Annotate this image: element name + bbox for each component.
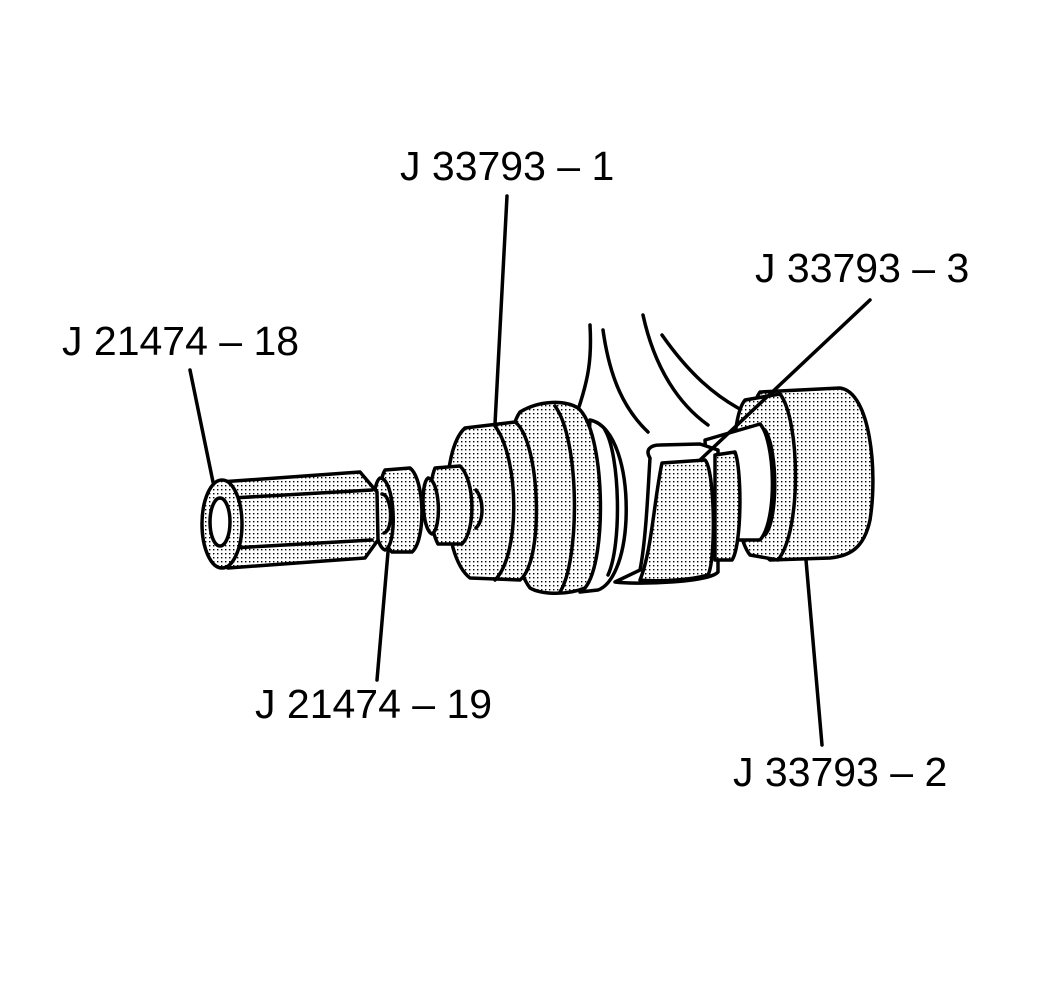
label-j21474-18: J 21474 – 18 — [62, 318, 299, 364]
leader-lines — [188, 194, 872, 747]
label-j33793-2: J 33793 – 2 — [733, 749, 947, 795]
connecting-rod-outline — [576, 313, 740, 434]
leader-j33793-1 — [493, 194, 509, 426]
label-j33793-3: J 33793 – 3 — [755, 245, 969, 291]
leader-j21474-18 — [188, 368, 215, 484]
part-j21474-18 — [200, 470, 380, 570]
leader-j33793-3 — [698, 298, 872, 462]
part-j21474-19 — [371, 466, 424, 554]
part-j33793-1 — [445, 400, 628, 595]
label-j21474-19: J 21474 – 19 — [255, 681, 492, 727]
pilot-pieces — [421, 464, 484, 546]
label-j33793-1: J 33793 – 1 — [400, 143, 614, 189]
leader-j21474-19 — [375, 550, 390, 682]
part-j33793-3 — [613, 442, 742, 585]
leader-j33793-2 — [804, 558, 824, 747]
